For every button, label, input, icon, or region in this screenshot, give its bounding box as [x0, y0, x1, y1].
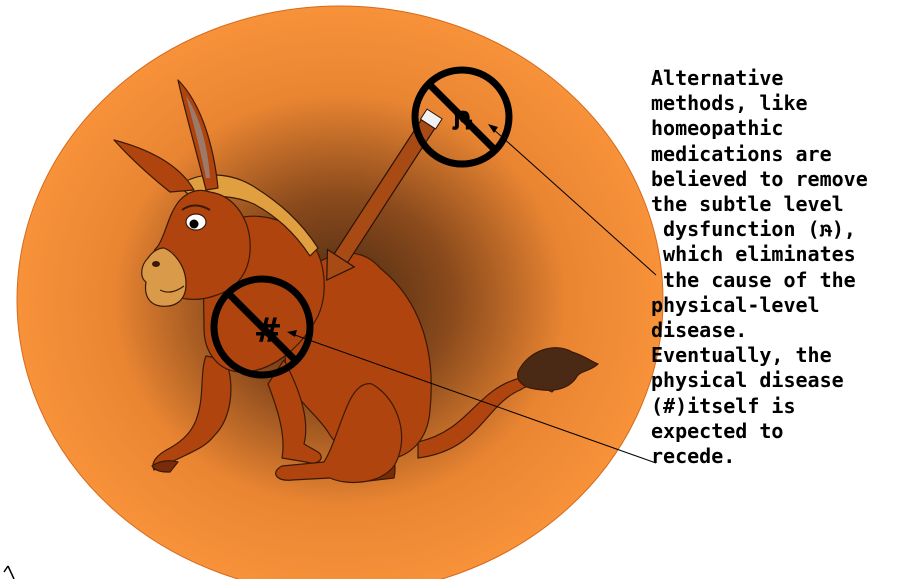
caption-line: Alternative — [651, 66, 902, 91]
caption-line: physical disease — [651, 368, 902, 393]
caption-line: physical-level — [651, 293, 902, 318]
physical-disease-symbol: # — [254, 311, 283, 351]
caption-line: the subtle level — [651, 192, 902, 217]
caption-line: Eventually, the — [651, 343, 902, 368]
caption-line: believed to remove — [651, 167, 902, 192]
subtle-dysfunction-symbol: ໞ — [452, 99, 472, 137]
donkey-nostril — [152, 261, 160, 267]
caption-line: dysfunction (ໞ), — [651, 217, 902, 242]
caption-line: homeopathic — [651, 116, 902, 141]
caption-line: recede. — [651, 444, 902, 469]
caption-line: medications are — [651, 142, 902, 167]
caption-line: expected to — [651, 419, 902, 444]
donkey-pupil — [190, 220, 199, 229]
caption-line: (#)itself is — [651, 394, 902, 419]
caption-line: methods, like — [651, 91, 902, 116]
caption-line: which eliminates — [651, 242, 902, 267]
caption-line: the cause of the — [651, 268, 902, 293]
caption-line: disease. — [651, 318, 902, 343]
page-corner-mark — [4, 566, 14, 579]
